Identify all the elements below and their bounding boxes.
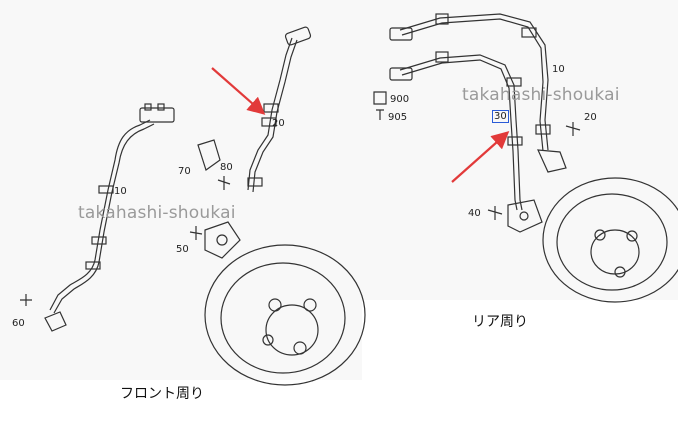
rear-callout-arrow — [451, 131, 510, 183]
rear-label-900: 900 — [390, 94, 410, 105]
rear-brake-disc — [542, 177, 678, 303]
front-sensor-cable-right — [189, 26, 312, 259]
rear-label-10: 10 — [552, 64, 565, 75]
rear-label-905: 905 — [388, 112, 408, 123]
rear-watermark: takahashi-shoukai — [462, 85, 620, 105]
front-label-80: 80 — [220, 162, 233, 173]
front-label-70: 70 — [178, 166, 191, 177]
front-panel — [0, 0, 362, 380]
rear-label-40: 40 — [468, 208, 481, 219]
front-callout-arrow — [211, 67, 266, 115]
front-caption: フロント周り — [120, 386, 204, 402]
rear-label-20: 20 — [584, 112, 597, 123]
rear-caption: リア周り — [472, 314, 528, 330]
front-watermark: takahashi-shoukai — [78, 203, 236, 223]
front-brake-disc — [204, 244, 366, 386]
rear-panel — [362, 0, 678, 300]
front-label-20: 20 — [272, 118, 285, 129]
front-label-60: 60 — [12, 318, 25, 329]
front-label-50: 50 — [176, 244, 189, 255]
front-label-10: 10 — [114, 186, 127, 197]
rear-label-30: 30 — [492, 110, 509, 123]
front-sensor-cable-left — [20, 103, 175, 332]
rear-sensor-cables — [373, 13, 581, 233]
